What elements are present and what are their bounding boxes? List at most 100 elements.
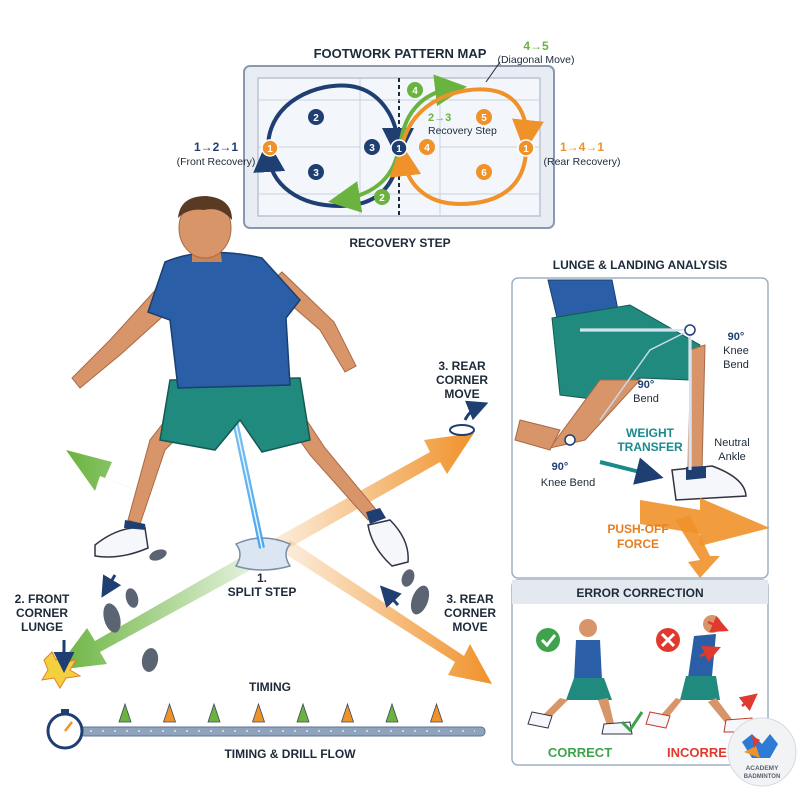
orange-arrow-lower-right	[282, 540, 492, 684]
node-2-green: 2	[374, 189, 390, 205]
footprints	[41, 400, 489, 689]
front-corner-label-1: 2. FRONT	[15, 592, 70, 606]
footprint	[103, 603, 121, 633]
timing-cone	[296, 702, 310, 723]
knee-label-2: Bend	[723, 359, 749, 371]
pattern-map-caption: RECOVERY STEP	[349, 236, 450, 250]
timing-cone	[340, 702, 355, 723]
rear-corner-bottom-3: MOVE	[452, 620, 487, 634]
timing-caption: TIMING & DRILL FLOW	[224, 747, 356, 761]
footprint	[401, 569, 415, 587]
lunge-panel-title: LUNGE & LANDING ANALYSIS	[553, 258, 727, 272]
timing-label: TIMING	[249, 680, 291, 694]
pattern-map-title: FOOTWORK PATTERN MAP	[314, 46, 487, 61]
right-seq-label: 1→4→1	[560, 140, 604, 154]
node-3-low: 3	[308, 164, 324, 180]
shorts	[159, 377, 311, 453]
node-1-center: 1	[390, 139, 408, 157]
svg-text:4: 4	[424, 143, 430, 154]
error-panel-frame	[511, 579, 769, 766]
node-5: 5	[476, 109, 492, 125]
svg-text:2: 2	[379, 193, 385, 204]
footprint	[410, 585, 430, 615]
lunge-panel: LUNGE & LANDING ANALYSIS 90° Knee Bend 9…	[511, 258, 770, 579]
node-1-right: 1	[517, 139, 535, 157]
main-labels: 1. SPLIT STEP 2. FRONT CORNER LUNGE 3. R…	[15, 359, 497, 634]
timing-section: TIMING TIMING & DRILL FLOW	[46, 680, 486, 761]
rear-corner-bottom-1: 3. REAR	[446, 592, 494, 606]
split-step-pad	[234, 537, 292, 571]
diag-seq-note: (Diagonal Move)	[497, 54, 574, 66]
node-4-orange: 4	[419, 139, 435, 155]
correct-tick-icon	[620, 711, 644, 733]
check-icon	[536, 628, 560, 652]
timing-cone	[207, 702, 221, 723]
right-sock	[366, 508, 386, 524]
timing-cone	[385, 702, 399, 723]
push-off-arrow-right	[640, 498, 770, 546]
step-arrow-icon	[101, 574, 122, 598]
lean-arrow-icon	[699, 645, 721, 662]
footprint	[141, 648, 159, 672]
knee-label-1: Knee	[723, 345, 749, 357]
front-corner-label-3: LUNGE	[21, 620, 63, 634]
split-step-label: SPLIT STEP	[228, 585, 297, 599]
bend-label: Bend	[633, 393, 659, 405]
node-2: 2	[308, 109, 324, 125]
back-knee-marker	[564, 434, 576, 446]
step-arrow-icon	[379, 585, 402, 608]
split-step-number: 1.	[257, 571, 267, 585]
svg-text:2: 2	[313, 113, 319, 124]
error-panel-header	[512, 580, 768, 604]
academy-logo: ACADEMY BADMINTON	[727, 717, 797, 787]
lunge-back-calf	[514, 419, 561, 451]
head-forward-arrow-icon	[707, 616, 729, 633]
timing-cone	[162, 702, 177, 723]
mid-seq-note: Recovery Step	[428, 125, 497, 137]
neutral-ankle-2: Ankle	[718, 451, 746, 463]
push-off-2: FORCE	[617, 537, 659, 551]
left-seq-label: 1→2→1	[194, 140, 238, 154]
node-6: 6	[476, 164, 492, 180]
direction-arrows	[56, 269, 492, 684]
orange-arrow-upper-right	[272, 433, 474, 552]
right-shoe	[367, 519, 409, 567]
svg-text:1: 1	[267, 144, 273, 155]
cross-icon	[656, 628, 680, 652]
rear-corner-top-1: 3. REAR	[438, 359, 486, 373]
rear-corner-top-2: CORNER	[436, 373, 488, 387]
bend-angle-guide	[599, 329, 691, 421]
svg-text:3: 3	[313, 168, 319, 179]
weight-transfer-1: WEIGHT	[626, 426, 675, 440]
back-knee-label: Knee Bend	[541, 477, 595, 489]
hair	[178, 196, 232, 220]
node-4-green: 4	[407, 82, 423, 98]
svg-text:6: 6	[481, 168, 487, 179]
right-seq-note: (Rear Recovery)	[543, 156, 620, 168]
pattern-map: FOOTWORK PATTERN MAP 1 2 3 3 1 4 2 4 5 6…	[177, 39, 621, 250]
push-off-1: PUSH-OFF	[607, 522, 668, 536]
rear-move-target-icon	[449, 424, 475, 436]
timing-cone	[118, 702, 132, 723]
rear-recovery-arrow-bottom	[389, 144, 528, 207]
mid-seq-label: 2→3	[428, 112, 451, 124]
incorrect-label: INCORRE	[667, 745, 727, 760]
stopwatch-icon	[46, 709, 84, 750]
weight-transfer-arrow-icon	[599, 457, 664, 485]
bend-degree: 90°	[638, 379, 655, 391]
svg-text:1: 1	[396, 144, 402, 155]
left-sock	[124, 520, 146, 530]
push-off-arrow-down	[675, 515, 720, 578]
error-panel-title: ERROR CORRECTION	[576, 586, 703, 600]
green-arrow-upper-left	[66, 450, 262, 540]
node-1-left: 1	[261, 139, 279, 157]
error-panel: ERROR CORRECTION CORRECT	[511, 579, 797, 787]
node-3-mid: 3	[364, 139, 380, 155]
svg-text:5: 5	[481, 113, 487, 124]
rear-corner-top-3: MOVE	[444, 387, 479, 401]
green-arrow-lower-left	[56, 552, 258, 670]
front-recovery-arrow-top	[266, 83, 414, 160]
rear-move-arrow-icon	[463, 400, 489, 421]
knee-joint-marker	[684, 324, 696, 336]
